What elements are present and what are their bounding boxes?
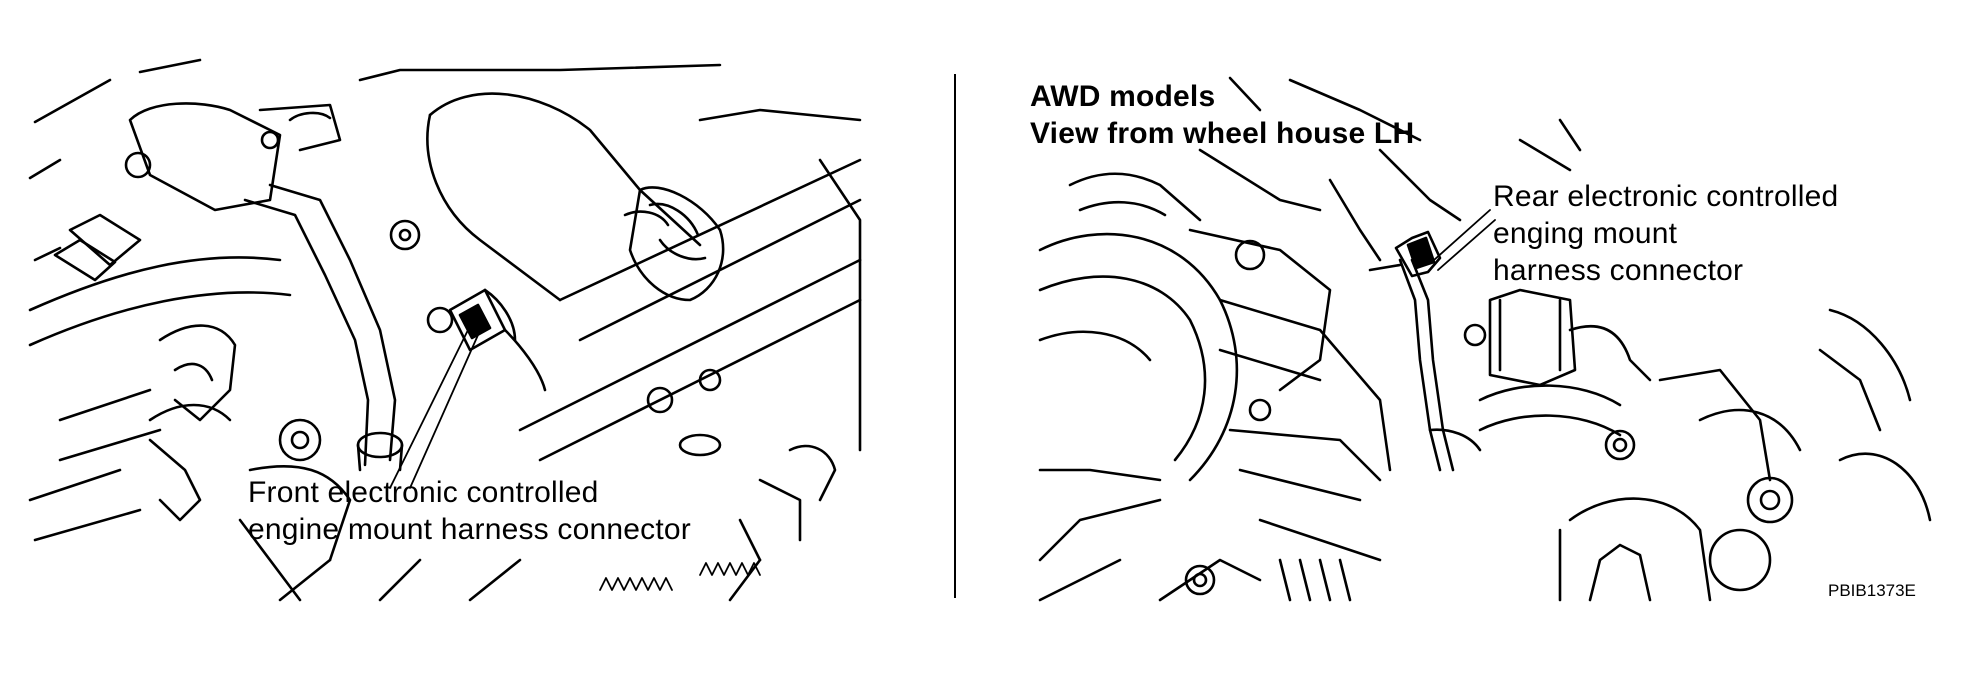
wheel-house-view-drawing: [1038, 76, 1932, 602]
front-connector-callout: Front electronic controlled engine mount…: [248, 474, 691, 548]
front-engine-compartment-drawing: [28, 58, 862, 602]
panel-divider: [954, 74, 956, 598]
rear-connector-callout-line3: harness connector: [1493, 254, 1744, 287]
figure-code: PBIB1373E: [1828, 581, 1916, 600]
awd-heading: AWD models View from wheel house LH: [1030, 78, 1414, 152]
rear-connector-callout: Rear electronic controlled enging mount …: [1493, 178, 1838, 289]
rear-connector-callout-line2: enging mount: [1493, 217, 1678, 250]
front-connector-callout-line2: engine mount harness connector: [248, 513, 691, 546]
front-connector-callout-line1: Front electronic controlled: [248, 476, 599, 509]
rear-engine-mount-illustration: AWD models View from wheel house LH Rear…: [960, 0, 1979, 674]
awd-heading-line2: View from wheel house LH: [1030, 117, 1415, 150]
front-engine-mount-illustration: Front electronic controlled engine mount…: [0, 0, 950, 674]
rear-connector-callout-line1: Rear electronic controlled: [1493, 180, 1839, 213]
awd-heading-line1: AWD models: [1030, 80, 1216, 113]
